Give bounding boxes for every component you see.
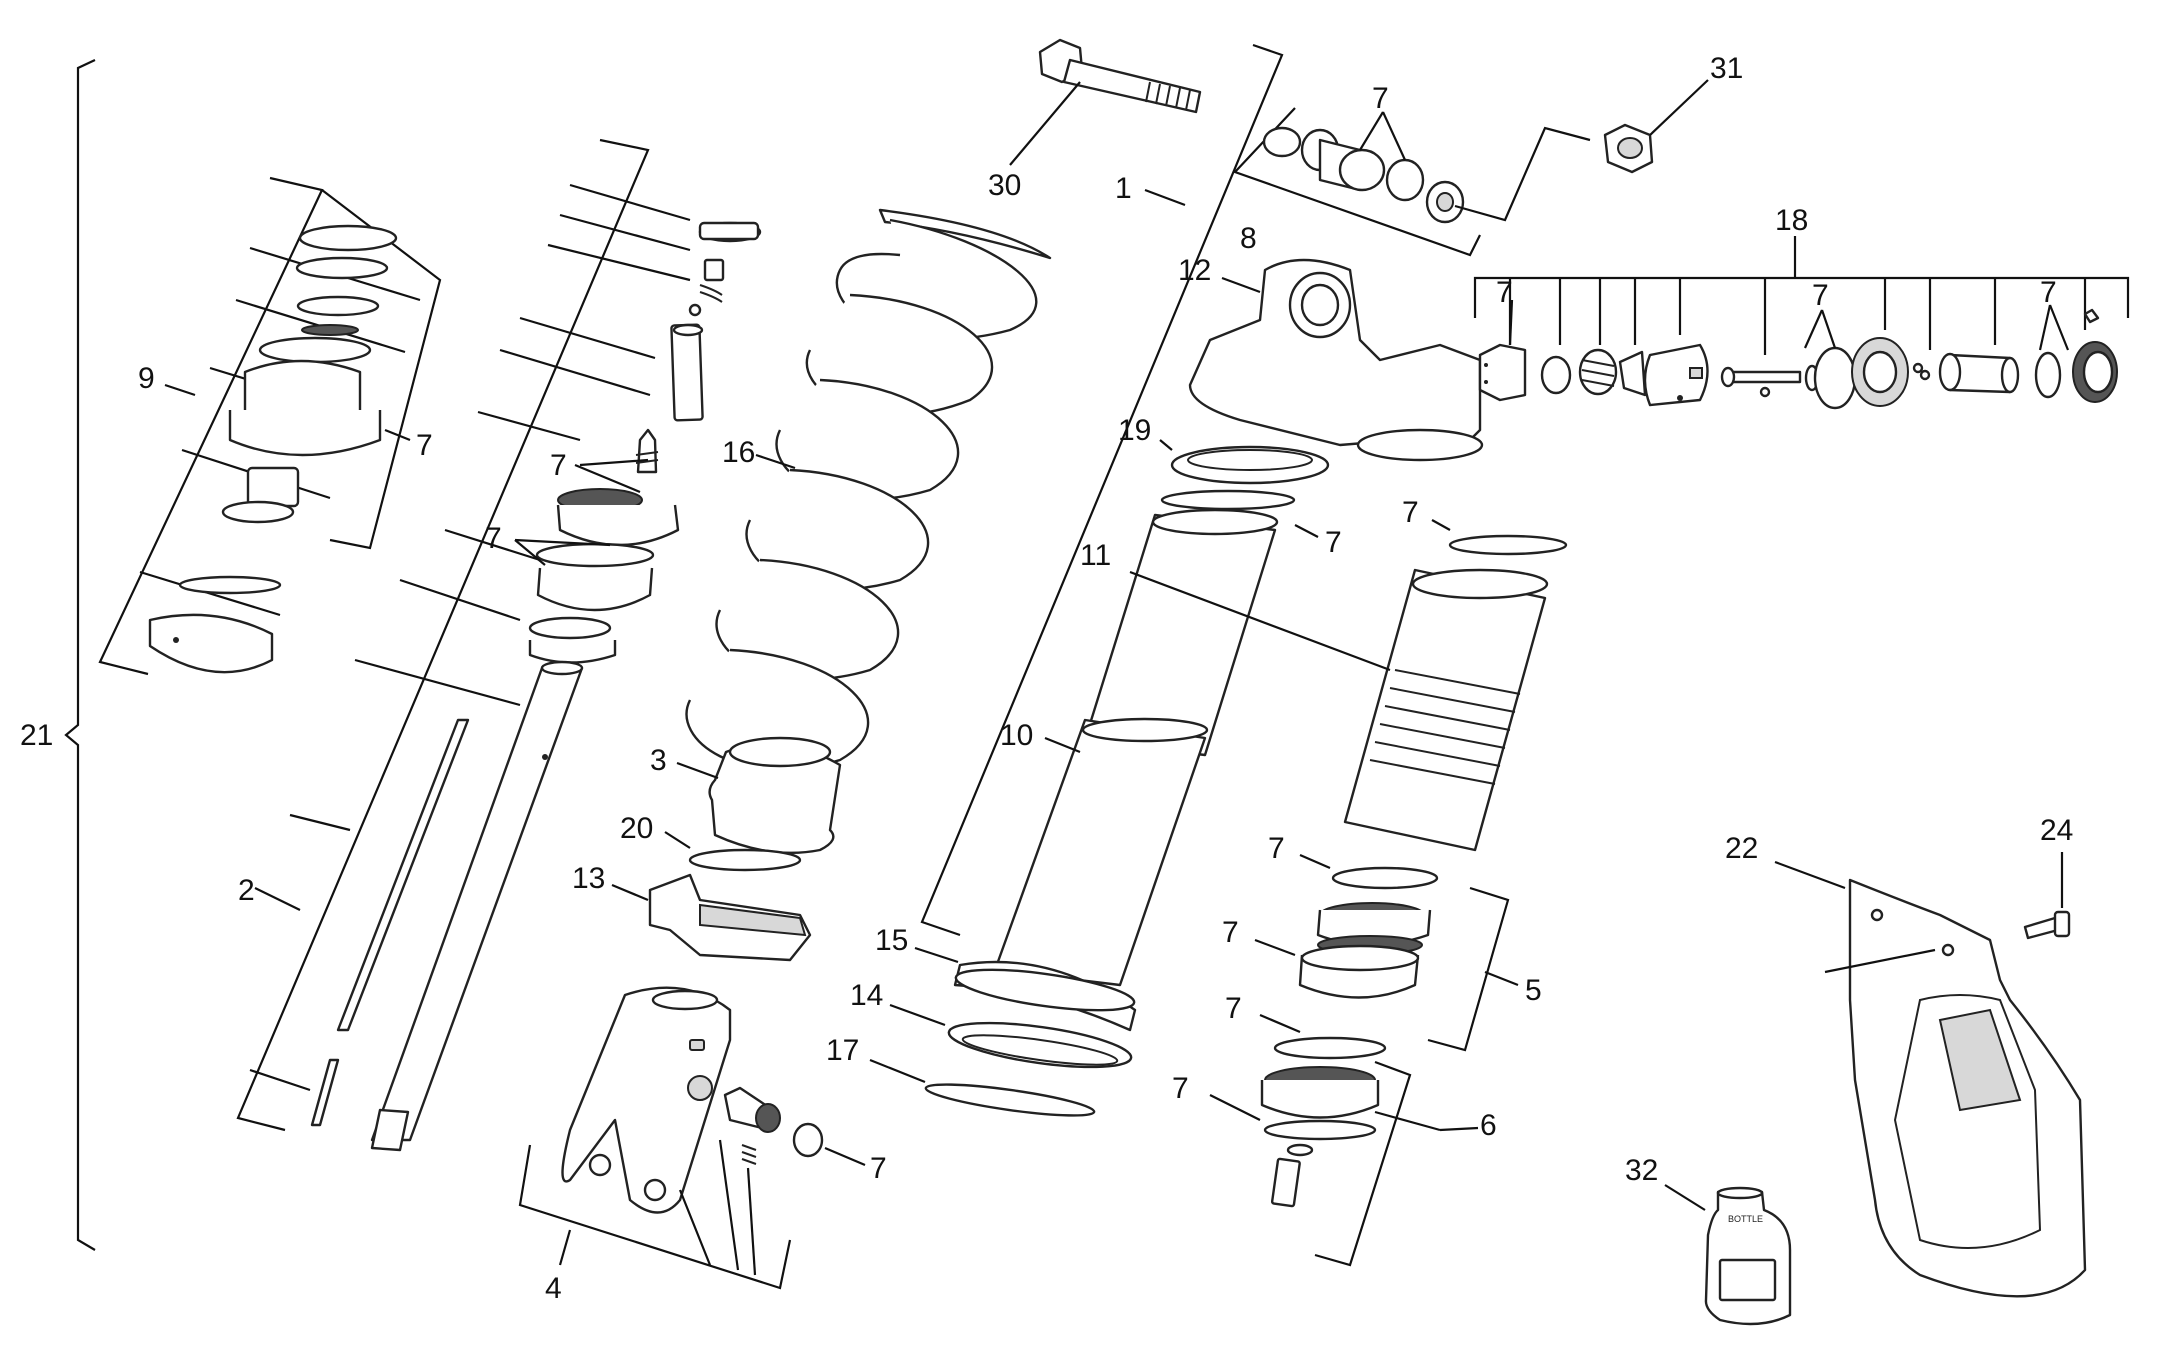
part-20-washer: 20 [620, 812, 802, 872]
assembly-2-rod: 2 7 7 [236, 138, 762, 1152]
callout-15: 15 [875, 924, 908, 957]
callout-10: 10 [1000, 719, 1033, 752]
callout-7-valve-b: 7 [1812, 279, 1829, 312]
callout-7-body: 7 [1325, 526, 1342, 559]
callout-17: 17 [826, 1034, 859, 1067]
callout-7-group9: 7 [416, 429, 433, 462]
callout-24: 24 [2040, 814, 2073, 847]
assembly-18-valve: 18 7 7 [1473, 204, 2130, 410]
callout-11: 11 [1080, 539, 1111, 572]
callout-9: 9 [138, 362, 155, 395]
callout-16: 16 [722, 436, 755, 469]
callout-7-base-b: 7 [1172, 1072, 1189, 1105]
part-14-ring: 14 [850, 979, 1133, 1069]
callout-7-piston-b: 7 [1222, 916, 1239, 949]
part-24-screw: 24 [2023, 814, 2073, 940]
part-15-ring: 15 [875, 924, 1137, 1032]
callout-1: 1 [1115, 172, 1132, 205]
callout-7-valve-a: 7 [1496, 276, 1513, 309]
part-3-bump-stop: 3 [650, 736, 842, 855]
callout-7-piston-a: 7 [1268, 832, 1285, 865]
callout-7-bushing: 7 [1372, 82, 1389, 115]
assembly-6-base: 7 7 6 [1172, 992, 1497, 1267]
callout-12: 12 [1178, 254, 1211, 287]
part-11-air-sleeve: 11 7 [1080, 496, 1568, 852]
callout-7-rod-top: 7 [550, 449, 567, 482]
callout-14: 14 [850, 979, 883, 1012]
assembly-8-bushing: 7 8 [1233, 82, 1591, 257]
callout-3: 3 [650, 744, 667, 777]
assembly-21-brace: 21 [20, 59, 96, 1251]
callout-18: 18 [1775, 204, 1808, 237]
assembly-4-eyelet: 7 4 [518, 986, 887, 1305]
callout-7-sleeve: 7 [1402, 496, 1419, 529]
callout-30: 30 [988, 169, 1021, 202]
part-32-bottle: BOTTLE 32 [1625, 1154, 1792, 1326]
callout-13: 13 [572, 862, 605, 895]
bottle-label: BOTTLE [1728, 1214, 1763, 1224]
assembly-9-stack: 9 7 [98, 176, 442, 676]
assembly-1-body: 1 10 [920, 43, 1284, 987]
part-31-nut: 31 [1603, 52, 1743, 174]
callout-4: 4 [545, 1272, 562, 1305]
part-19-ring: 19 [1118, 414, 1330, 485]
part-13-clip: 13 [572, 862, 812, 962]
callout-5: 5 [1525, 974, 1542, 1007]
callout-32: 32 [1625, 1154, 1658, 1187]
callout-2: 2 [238, 874, 255, 907]
part-7-oring-body: 7 [1160, 489, 1342, 559]
callout-7-base-a: 7 [1225, 992, 1242, 1025]
part-17-ring: 17 [826, 1034, 1096, 1117]
assembly-5-piston: 7 7 5 [1222, 832, 1542, 1052]
part-30-bolt: 30 [988, 38, 1202, 202]
callout-7-eyelet: 7 [870, 1152, 887, 1185]
callout-22: 22 [1725, 832, 1758, 865]
callout-7-rod-mid: 7 [485, 522, 502, 555]
part-16-spring: 16 [685, 208, 1052, 771]
callout-20: 20 [620, 812, 653, 845]
callout-19: 19 [1118, 414, 1151, 447]
callout-31: 31 [1710, 52, 1743, 85]
callout-7-valve-c: 7 [2040, 276, 2057, 309]
callout-8: 8 [1240, 222, 1257, 255]
callout-6: 6 [1480, 1109, 1497, 1142]
callout-21: 21 [20, 719, 53, 752]
part-12-head: 12 [1178, 254, 1484, 462]
part-22-mudguard: 22 [1725, 832, 2087, 1298]
